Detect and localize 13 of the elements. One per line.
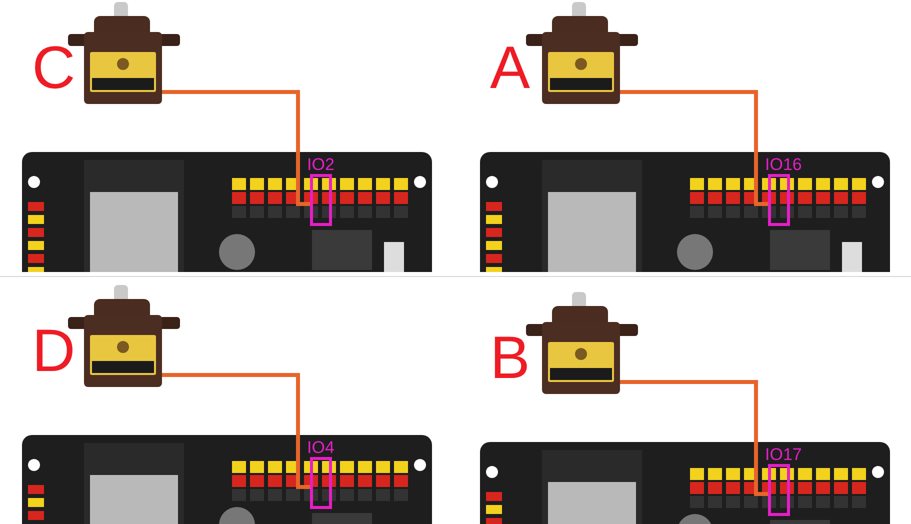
servo-wire (620, 90, 768, 206)
pin-label: IO16 (765, 155, 802, 175)
pin-label: IO2 (307, 155, 334, 175)
pin-label: IO17 (765, 445, 802, 465)
panel-letter: A (490, 38, 530, 98)
panel-letter: C (32, 38, 76, 98)
servo-wire (162, 373, 310, 489)
panel-letter: B (490, 328, 530, 388)
servo-wire (162, 90, 310, 206)
servo-wire (620, 380, 768, 496)
panel-letter: D (32, 321, 76, 381)
pin-label: IO4 (307, 438, 334, 458)
servo-drawing (526, 292, 638, 397)
